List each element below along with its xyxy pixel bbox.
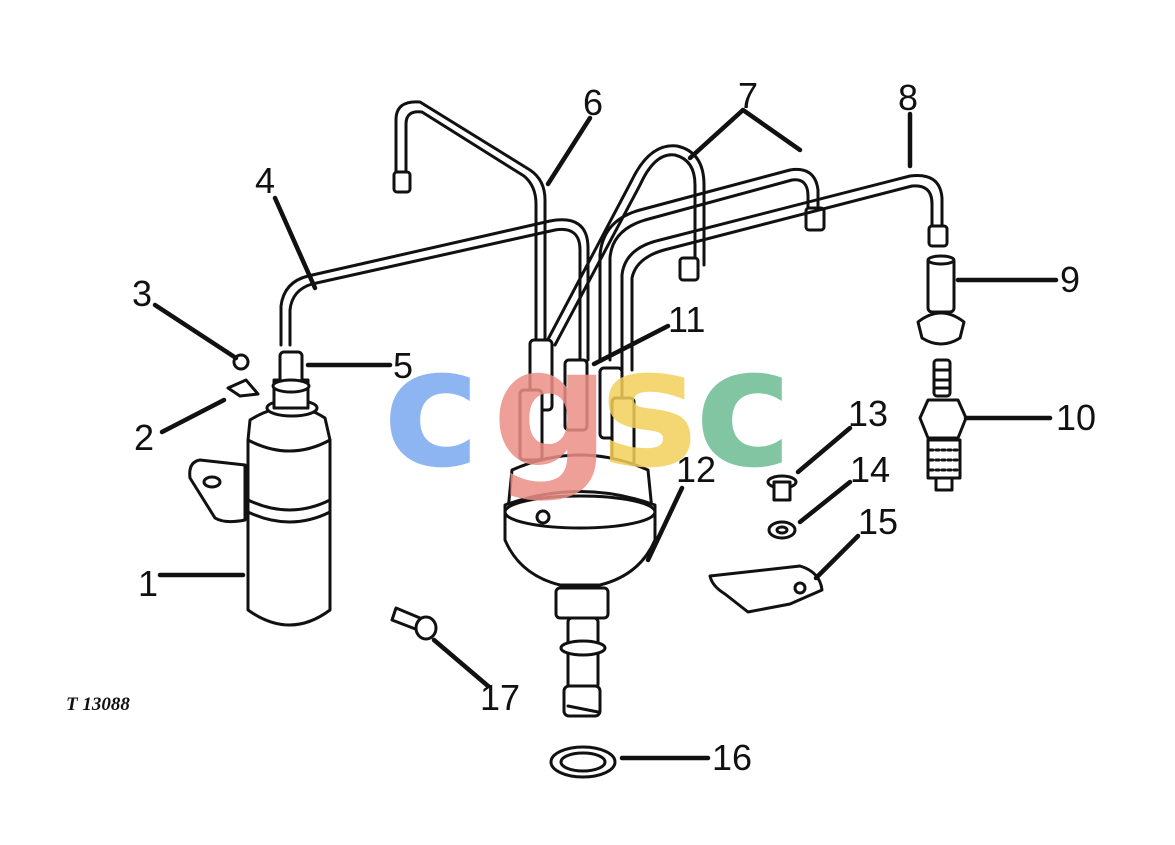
ignition-leads — [279, 100, 949, 372]
lead-8-inner — [630, 184, 934, 372]
callout-1: 1 — [138, 563, 158, 604]
ignition-coil — [188, 350, 332, 627]
leader-11 — [591, 323, 671, 367]
lead-6-end — [392, 170, 412, 194]
leader-7 — [687, 107, 803, 161]
callout-labels: 1 2 3 4 5 6 7 8 9 10 11 12 13 14 15 16 1… — [132, 75, 1096, 778]
callout-12: 12 — [676, 449, 716, 490]
watermark-letter-2: g — [492, 312, 610, 504]
callout-11: 11 — [668, 299, 705, 340]
bracket-hole — [202, 475, 222, 489]
cap-tower-2 — [563, 358, 589, 432]
leader-14 — [797, 479, 853, 525]
leader-lines — [152, 107, 1059, 761]
bolt — [390, 606, 438, 641]
callout-2: 2 — [134, 417, 154, 458]
leader-3 — [152, 302, 239, 361]
callout-8: 8 — [898, 77, 918, 118]
leader-13 — [795, 425, 853, 475]
callout-9: 9 — [1060, 259, 1080, 300]
watermark-letter-4: c — [695, 312, 793, 504]
leader-6 — [545, 115, 593, 187]
lead-4 — [288, 227, 582, 362]
leader-17 — [431, 637, 491, 689]
clamp-plate — [708, 564, 824, 614]
distributor — [503, 338, 657, 718]
plug-hex — [918, 398, 968, 440]
seal-ring — [549, 745, 617, 779]
plug-boot — [916, 254, 966, 346]
drawing-id: T 13088 — [66, 694, 130, 715]
lead-4-inner — [279, 218, 590, 362]
clip — [226, 378, 260, 398]
coil-bracket — [188, 458, 247, 524]
washer — [767, 520, 797, 540]
leader-4 — [272, 195, 318, 291]
lead-7a-inner — [543, 144, 706, 347]
lead-7a — [553, 153, 697, 347]
callout-13: 13 — [848, 393, 888, 434]
lead-6 — [394, 100, 547, 342]
lead-7b-inner — [608, 178, 810, 362]
watermark: c g s c — [383, 312, 793, 504]
cap-tower-4 — [518, 388, 544, 462]
distributor-shank — [554, 586, 610, 620]
lead-8-end — [927, 224, 949, 248]
callout-15: 15 — [858, 501, 898, 542]
callout-10: 10 — [1056, 397, 1096, 438]
screw — [766, 474, 798, 502]
callout-4: 4 — [255, 160, 275, 201]
leader-12 — [645, 485, 685, 563]
callout-17: 17 — [480, 677, 520, 718]
watermark-letter-3: s — [600, 312, 698, 504]
callout-7: 7 — [738, 75, 758, 116]
callout-6: 6 — [583, 82, 603, 123]
callout-5: 5 — [393, 345, 413, 386]
leader-15 — [813, 533, 861, 581]
lead-8 — [620, 173, 944, 372]
callout-3: 3 — [132, 273, 152, 314]
lead-7b — [598, 167, 820, 362]
lead-7a-end — [678, 256, 700, 282]
distributor-housing — [503, 490, 657, 587]
lead-6-inner — [404, 110, 538, 342]
coil-body — [246, 438, 332, 627]
callout-14: 14 — [850, 449, 890, 490]
watermark-letter-1: c — [383, 312, 481, 504]
leader-2 — [159, 397, 227, 435]
callout-16: 16 — [712, 737, 752, 778]
spark-plug — [918, 358, 968, 492]
